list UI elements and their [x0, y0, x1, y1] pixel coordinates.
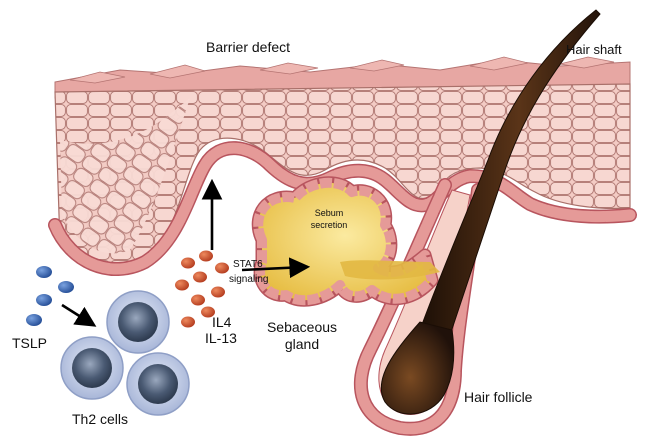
label-sebaceous: Sebaceous [267, 319, 337, 335]
arrow-stat6 [241, 257, 311, 279]
cytokine-molecules [175, 250, 229, 328]
label-hair-follicle: Hair follicle [464, 389, 533, 405]
label-hair-shaft: Hair shaft [566, 42, 622, 57]
basal-layer [48, 141, 637, 277]
th2-cells [60, 290, 190, 416]
label-stat6: STAT6 [233, 259, 263, 270]
hair-bulb [380, 321, 455, 415]
label-sebum: Sebum [315, 208, 344, 218]
label-th2-cells: Th2 cells [72, 411, 128, 427]
label-il13: IL-13 [205, 330, 237, 346]
label-barrier-defect: Barrier defect [206, 39, 290, 55]
label-secretion: secretion [311, 220, 348, 230]
label-signaling: signaling [229, 274, 268, 285]
label-gland: gland [285, 336, 319, 352]
tslp-molecules [26, 266, 74, 326]
arrow-tslp [61, 303, 97, 327]
label-tslp: TSLP [12, 335, 47, 351]
label-il4: IL4 [212, 314, 232, 330]
